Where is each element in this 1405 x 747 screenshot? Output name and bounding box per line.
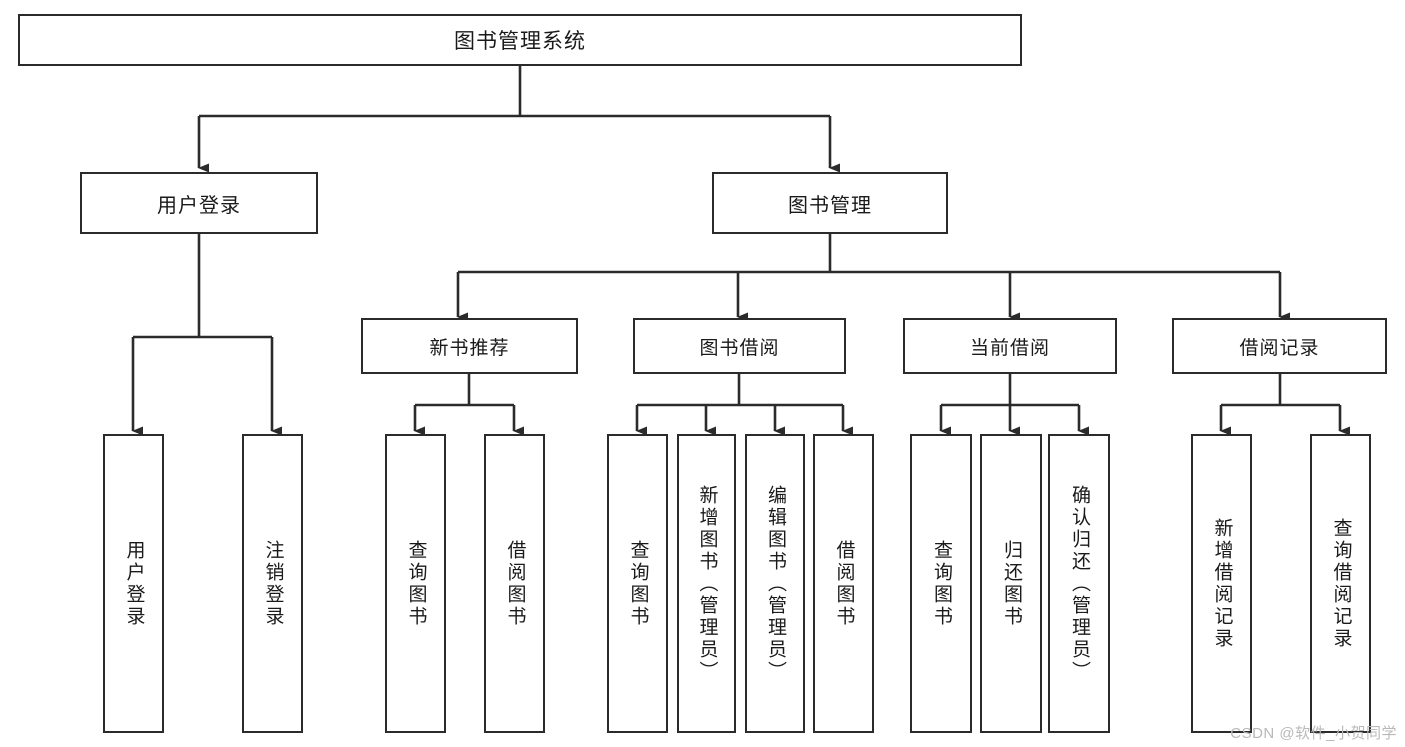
node-label: 查询图书 (930, 539, 952, 628)
node-label: 确认归还（管理员） (1068, 484, 1090, 683)
leaf-borrow-record-add-record[interactable]: 新增借阅记录 (1191, 434, 1252, 733)
node-book-borrow[interactable]: 图书借阅 (633, 318, 846, 374)
node-label: 借阅图书 (504, 539, 526, 628)
leaf-new-book-borrow-book[interactable]: 借阅图书 (484, 434, 545, 733)
node-label: 用户登录 (123, 539, 145, 628)
leaf-current-borrow-return-book[interactable]: 归还图书 (980, 434, 1042, 733)
leaf-borrow-record-query-record[interactable]: 查询借阅记录 (1310, 434, 1371, 733)
node-label: 查询图书 (627, 539, 649, 628)
node-new-book-recommend[interactable]: 新书推荐 (361, 318, 578, 374)
node-current-borrow[interactable]: 当前借阅 (903, 318, 1117, 374)
node-label: 图书管理 (788, 194, 872, 217)
leaf-user-login-logout[interactable]: 注销登录 (242, 434, 303, 733)
node-label: 借阅图书 (833, 539, 855, 628)
leaf-book-borrow-add-book-admin[interactable]: 新增图书（管理员） (677, 434, 736, 733)
node-book-management[interactable]: 图书管理 (712, 172, 948, 234)
node-label: 注销登录 (262, 539, 284, 628)
leaf-new-book-query-book[interactable]: 查询图书 (385, 434, 446, 733)
node-label: 查询借阅记录 (1330, 517, 1352, 650)
node-label: 归还图书 (1000, 539, 1022, 628)
node-label: 借阅记录 (1239, 337, 1320, 359)
node-borrow-record[interactable]: 借阅记录 (1172, 318, 1387, 374)
node-label: 用户登录 (157, 194, 241, 217)
leaf-book-borrow-borrow-book[interactable]: 借阅图书 (813, 434, 874, 733)
node-label: 图书管理系统 (454, 30, 586, 53)
leaf-book-borrow-edit-book-admin[interactable]: 编辑图书（管理员） (745, 434, 805, 733)
watermark-csdn: CSDN @软件_小贺同学 (1230, 725, 1397, 742)
node-user-login[interactable]: 用户登录 (80, 172, 318, 234)
node-label: 新增图书（管理员） (696, 484, 718, 683)
node-label: 编辑图书（管理员） (764, 484, 786, 683)
node-label: 新书推荐 (429, 337, 510, 359)
leaf-current-borrow-query-book[interactable]: 查询图书 (910, 434, 972, 733)
leaf-user-login-login[interactable]: 用户登录 (103, 434, 164, 733)
node-label: 新增借阅记录 (1211, 517, 1233, 650)
node-root-book-management-system[interactable]: 图书管理系统 (18, 14, 1022, 66)
leaf-book-borrow-query-book[interactable]: 查询图书 (607, 434, 668, 733)
leaf-current-borrow-confirm-return-admin[interactable]: 确认归还（管理员） (1048, 434, 1110, 733)
node-label: 图书借阅 (699, 337, 780, 359)
node-label: 当前借阅 (969, 337, 1050, 359)
node-label: 查询图书 (405, 539, 427, 628)
